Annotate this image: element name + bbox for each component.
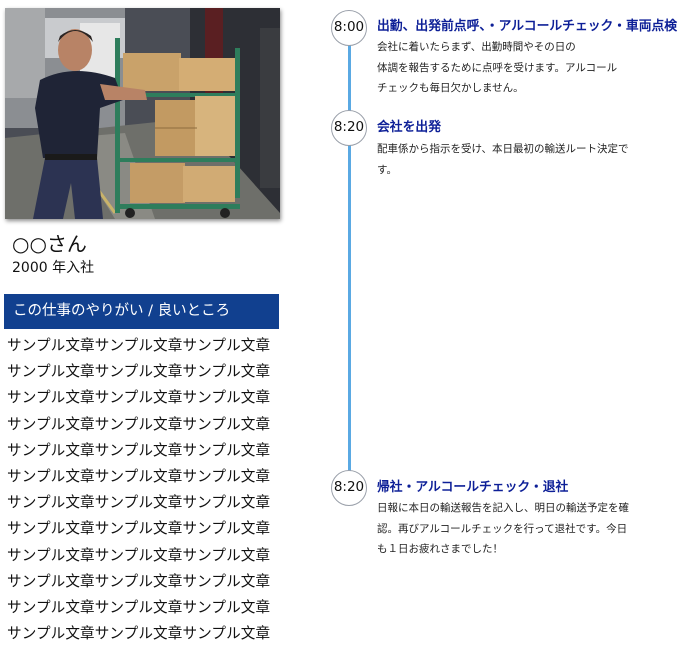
event-description: 配車係から指示を受け、本日最初の輸送ルート決定で す。 [377,139,649,180]
join-year: 2000 年入社 [12,260,95,276]
worker-photo [5,8,280,219]
event-description-line: 日報に本日の輸送報告を記入し、明日の輸送予定を確 [377,502,629,514]
body-text-line: サンプル文章サンプル文章サンプル文章 [7,389,271,407]
event-description-line: す。 [377,163,397,176]
body-text-line: サンプル文章サンプル文章サンプル文章 [7,441,271,459]
section-body: サンプル文章サンプル文章サンプル文章 サンプル文章サンプル文章サンプル文章 サン… [7,333,292,647]
body-text-line: サンプル文章サンプル文章サンプル文章 [7,572,271,590]
event-description-line: 認。再びアルコールチェックを行って退社です。今日 [377,522,628,535]
body-text-line: サンプル文章サンプル文章サンプル文章 [7,494,271,512]
body-text-line: サンプル文章サンプル文章サンプル文章 [7,415,271,433]
time-badge: 8:20 [331,470,367,506]
timeline-line [348,40,351,480]
body-text-line: サンプル文章サンプル文章サンプル文章 [7,625,271,643]
event-title: 出勤、出発前点呼、・アルコールチェック・車両点検 [377,19,678,34]
body-text-line: サンプル文章サンプル文章サンプル文章 [7,337,271,354]
event-description-line: 会社に着いたらまず、出勤時間やその日の [377,41,576,53]
event-title: 帰社・アルコールチェック・退社 [377,480,569,495]
body-text-line: サンプル文章サンプル文章サンプル文章 [7,546,271,564]
event-description-line: も１日お疲れさまでした！ [377,543,503,555]
body-text-line: サンプル文章サンプル文章サンプル文章 [7,598,271,616]
body-text-line: サンプル文章サンプル文章サンプル文章 [7,467,271,485]
event-description: 日報に本日の輸送報告を記入し、明日の輸送予定を確 認。再びアルコールチェックを行… [377,498,649,560]
section-heading: この仕事のやりがい / 良いところ [4,294,279,329]
time-badge: 8:00 [331,10,367,46]
event-description-line: チェックも毎日欠かしません。 [377,82,524,94]
event-description: 会社に着いたらまず、出勤時間やその日の 体調を報告するために点呼を受けます。アル… [377,37,649,99]
event-description-line: 配車係から指示を受け、本日最初の輸送ルート決定で [377,143,629,155]
body-text-line: サンプル文章サンプル文章サンプル文章 [7,520,271,538]
event-description-line: 体調を報告するために点呼を受けます。アルコール [377,61,618,74]
time-badge: 8:20 [331,110,367,146]
body-text-line: サンプル文章サンプル文章サンプル文章 [7,363,271,381]
event-title: 会社を出発 [377,120,441,135]
person-name: ○○さん [12,232,87,256]
